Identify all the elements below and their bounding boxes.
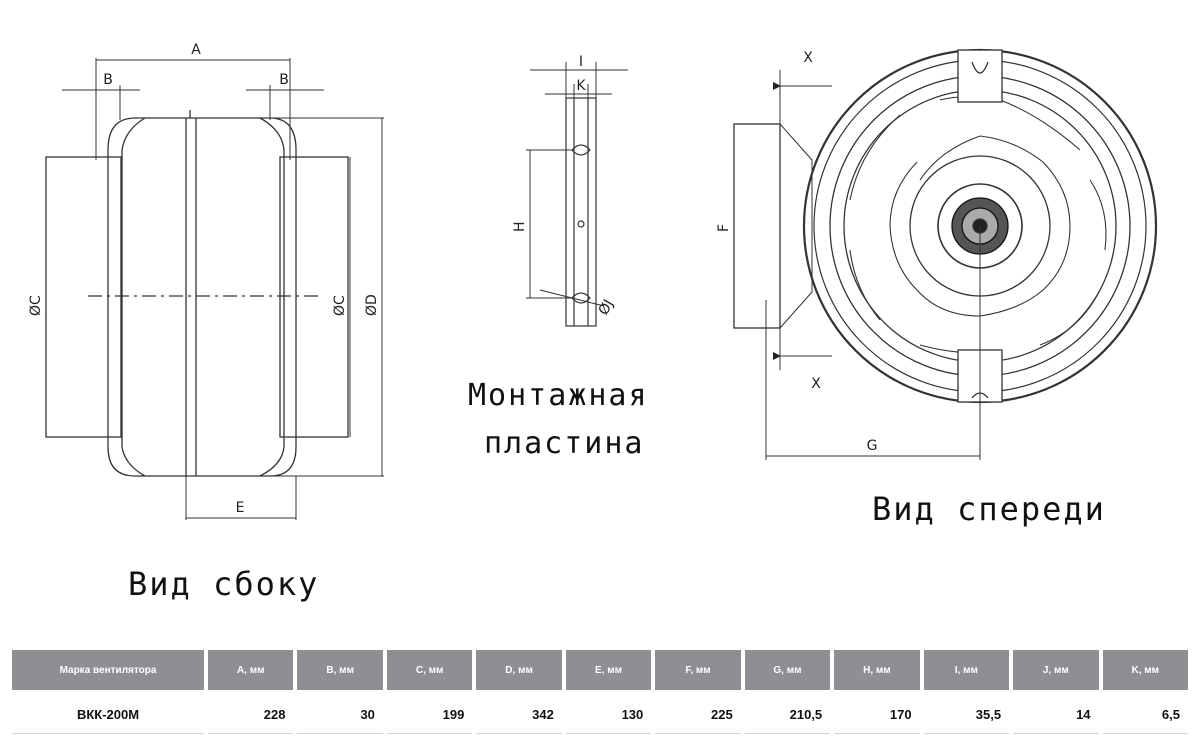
- label-c-left: ØC: [28, 295, 44, 316]
- mounting-plate: [526, 62, 628, 327]
- label-f: F: [716, 224, 732, 232]
- front-view-title: Вид спереди: [872, 490, 1106, 528]
- cell-f: 225: [655, 690, 741, 734]
- upper-slot: [571, 144, 591, 156]
- label-x-top: X: [803, 50, 813, 66]
- spec-table: Марка вентилятора A, мм B, мм C, мм D, м…: [8, 650, 1192, 734]
- plate-title-line2: пластина: [484, 426, 645, 461]
- side-view-title: Вид сбоку: [128, 565, 320, 603]
- header-a: A, мм: [208, 650, 294, 690]
- header-k: K, мм: [1102, 650, 1188, 690]
- label-b-left: B: [103, 72, 113, 88]
- side-view: [45, 58, 384, 520]
- cell-a: 228: [208, 690, 294, 734]
- cell-g: 210,5: [744, 690, 831, 734]
- body-rib-right: [259, 117, 285, 477]
- center-hole: [577, 220, 585, 228]
- impeller-blades: [849, 96, 1107, 354]
- label-h: H: [512, 221, 528, 232]
- header-i: I, мм: [923, 650, 1010, 690]
- top-lug: [957, 49, 1003, 103]
- lower-slot: [571, 292, 591, 304]
- front-view-labels: X X F G: [716, 50, 877, 454]
- left-collar: [45, 156, 122, 438]
- cell-k: 6,5: [1102, 690, 1188, 734]
- header-e: E, мм: [565, 650, 652, 690]
- label-i: I: [579, 54, 583, 70]
- spec-table-header: Марка вентилятора A, мм B, мм C, мм D, м…: [12, 650, 1188, 690]
- label-a: A: [191, 42, 201, 58]
- header-d: D, мм: [476, 650, 562, 690]
- right-collar: [279, 156, 349, 438]
- header-c: C, мм: [386, 650, 473, 690]
- front-collar: [733, 123, 781, 329]
- label-k: K: [576, 78, 586, 94]
- header-j: J, мм: [1013, 650, 1099, 690]
- plate-title-line1: Монтажная: [468, 378, 649, 413]
- table-row: ВКК-200М 228 30 199 342 130 225 210,5 17…: [12, 690, 1188, 734]
- cell-h: 170: [834, 690, 920, 734]
- cell-i: 35,5: [923, 690, 1010, 734]
- cell-model: ВКК-200М: [12, 690, 204, 734]
- header-b: B, мм: [297, 650, 383, 690]
- label-j: ØJ: [596, 297, 617, 318]
- label-e: E: [236, 500, 245, 516]
- label-c-right: ØC: [332, 295, 348, 316]
- cell-b: 30: [297, 690, 383, 734]
- header-f: F, мм: [655, 650, 741, 690]
- label-g: G: [867, 438, 878, 454]
- label-d: ØD: [364, 294, 380, 316]
- fan-body: [107, 117, 297, 477]
- plate-labels: I K H ØJ: [512, 54, 617, 318]
- label-x-bottom: X: [811, 376, 821, 392]
- cell-e: 130: [565, 690, 652, 734]
- header-h: H, мм: [834, 650, 920, 690]
- header-model: Марка вентилятора: [12, 650, 204, 690]
- side-view-labels: A B B ØC ØC ØD E: [28, 42, 380, 516]
- body-rib-left: [121, 117, 146, 477]
- cell-j: 14: [1013, 690, 1099, 734]
- header-g: G, мм: [744, 650, 831, 690]
- label-b-right: B: [279, 72, 289, 88]
- cell-d: 342: [476, 690, 562, 734]
- plate-outline: [565, 97, 597, 327]
- technical-drawing: A B B ØC ØC ØD E I K H ØJ: [28, 42, 1158, 520]
- front-view: [733, 48, 1158, 460]
- cell-c: 199: [386, 690, 473, 734]
